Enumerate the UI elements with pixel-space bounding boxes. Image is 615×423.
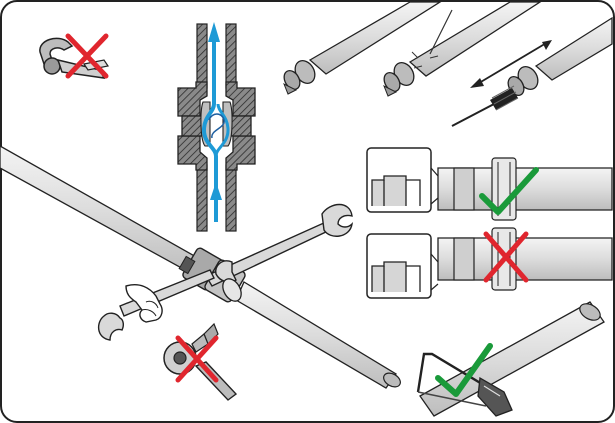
nut-lower-left: [177, 135, 208, 171]
flow-arrow-icon: [201, 22, 230, 222]
upper-pipe-wall-right: [225, 23, 237, 89]
double-arrow-icon: [470, 40, 552, 88]
lower-pipe-wall-left: [196, 164, 208, 232]
nut-lower-right: [225, 135, 256, 171]
wrench-icon: [204, 203, 353, 287]
hacksaw-icon: [416, 352, 513, 417]
insertion-depth-correct-panel: [366, 147, 613, 221]
body-right: [230, 115, 252, 137]
pipe-left-section: [0, 145, 199, 278]
cross-mark-icon: [175, 335, 219, 383]
cross-mark-icon: [483, 231, 529, 283]
insertion-depth-incorrect-panel: [366, 227, 613, 299]
upper-pipe-wall-left: [196, 23, 208, 89]
check-mark-icon: [479, 167, 539, 215]
pipe-cutter-not-allowed-panel: [39, 33, 109, 79]
burr-spark-icon: [411, 9, 453, 69]
pipe-being-cut: [419, 301, 605, 417]
deburring-brush-icon: [451, 85, 519, 127]
cross-mark-icon: [65, 33, 109, 79]
pipe-end-1: [283, 1, 443, 95]
check-mark-icon: [435, 343, 493, 397]
pipe-incorrect: [437, 237, 613, 281]
fitting-cross-section-panel: [177, 22, 256, 232]
lower-pipe-wall-right: [225, 164, 237, 232]
hacksaw-allowed-panel: [416, 301, 605, 417]
tighten-with-wrenches-panel: [0, 145, 401, 389]
hand-icon: [125, 284, 163, 323]
body-left: [181, 115, 203, 137]
pipe-wrench-not-allowed-panel: [163, 322, 238, 401]
pipe-end-preparation-panel: [283, 1, 613, 127]
pipe-end-2: [383, 1, 543, 97]
